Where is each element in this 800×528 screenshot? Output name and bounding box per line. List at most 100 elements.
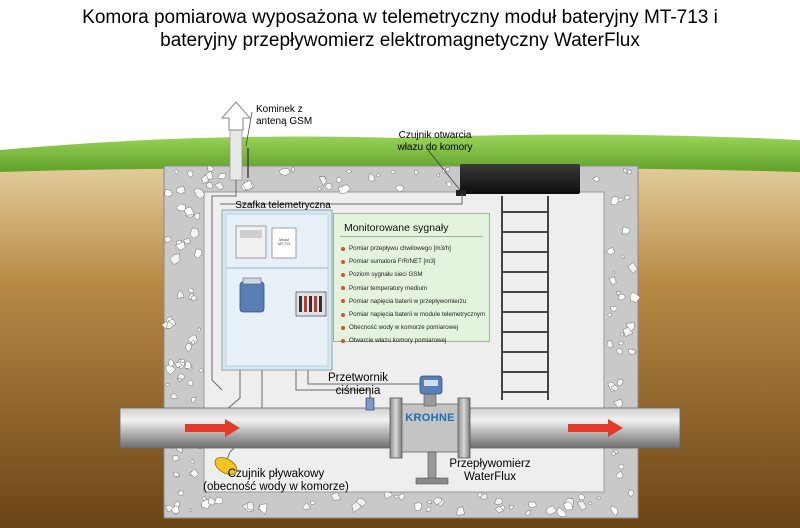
module-tag-line-2: MT-713 [278,242,290,246]
terminal-pins [299,296,322,312]
gsm-chimney [229,129,243,181]
aggregate-stone [356,497,367,507]
aggregate-stone [610,196,619,206]
aggregate-stone [563,501,573,511]
aggregate-stone [606,312,613,318]
aggregate-stone [201,174,209,184]
aggregate-stone [606,340,614,349]
ladder [501,196,549,400]
aggregate-stone [375,173,381,178]
aggregate-stone [189,227,200,239]
aggregate-stone [207,164,215,172]
aggregate-stone [335,176,343,184]
aggregate-stone [174,241,186,251]
pressure-transmitter-label: Przetwornik ciśnienia [318,372,398,398]
aggregate-stone [629,291,641,303]
aggregate-stone [576,500,587,511]
aggregate-stone [259,503,268,515]
aggregate-stone [622,226,631,235]
aggregate-stone [177,490,185,497]
hatch-sensor-label-line-1: Czujnik otwarcia [398,130,472,141]
aggregate-stone [214,181,224,191]
aggregate-stone [605,247,616,255]
monitoring-item: Otwarcie włazu komory pomiarowej [340,334,485,347]
terminal-pin [319,296,322,312]
aggregate-stone [175,185,186,195]
aggregate-stone [368,172,376,183]
monitoring-item: Pomiar sumatora F/R/NET [m3] [340,255,485,268]
aggregate-stone [617,197,624,203]
aggregate-stone [214,496,224,505]
aggregate-stone [393,494,400,499]
aggregate-stone [193,212,201,221]
flowmeter-label-line-1: Przepływomierz [449,458,531,470]
aggregate-stone [193,187,206,200]
aggregate-stone [617,340,624,346]
title-line-1: Komora pomiarowa wyposażona w telemetryc… [82,7,718,28]
aggregate-stone [346,169,353,175]
monitoring-item-text: Pomiar napięcia baterii w przepływomierz… [349,297,467,305]
chamber-hatch [460,164,580,194]
monitoring-title: Monitorowane sygnały [344,222,449,234]
bullet-icon [341,259,345,264]
aggregate-stone [247,501,255,511]
aggregate-stone [177,290,185,300]
aggregate-stone [201,496,207,501]
aggregate-stone [610,305,619,313]
aggregate-stone [528,501,537,508]
leader-lines [245,111,461,398]
bullet-icon [341,312,345,317]
hatch-sensor-label-line-2: włazu do komory [397,142,473,153]
aggregate-stone [445,167,450,172]
monitoring-item: Pomiar temperatury medium [340,282,485,295]
aggregate-stone [187,379,194,387]
aggregate-stone [302,502,312,511]
bullet-icon [341,246,345,251]
aggregate-stone [164,504,175,513]
monitoring-item-text: Pomiar temperatury medium [349,284,428,292]
aggregate-stone [187,170,194,178]
aggregate-stone [330,491,342,501]
aggregate-stone [616,378,625,387]
monitoring-item: Pomiar napięcia baterii w module telemet… [340,308,485,321]
float-sensor-label: Czujnik pływakowy (obecność wody w komor… [196,468,356,494]
aggregate-stone [611,451,616,456]
monitoring-item: Obecność wody w komorze pomiarowej [340,321,485,334]
aggregate-stone [414,502,422,512]
bullet-icon [341,286,345,291]
aggregate-stone [611,384,619,392]
aggregate-stone [425,506,432,512]
aggregate-stone [206,182,214,189]
aggregate-stone [191,339,196,346]
aggregate-stone [441,168,447,174]
hatch-sensor-label: Czujnik otwarcia włazu do komory [380,130,490,154]
chimney-label-line-2: anteną GSM [256,116,313,127]
aggregate-stone [627,261,638,274]
float-label-line-2: (obecność wody w komorze) [203,481,349,493]
aggregate-stone [618,463,625,470]
flow-arrow-right-icon [568,419,623,437]
aggregate-stone [432,496,443,505]
aggregate-stone [170,392,179,400]
aggregate-stone [190,459,195,464]
aggregate-stone [169,253,181,265]
aggregate-stone [509,505,514,511]
aggregate-stone [500,504,506,510]
aggregate-stone [622,326,634,337]
aggregate-stone [610,505,618,517]
module-tag-line-1: Moduł [279,238,289,242]
monitoring-item-text: Obecność wody w komorze pomiarowej [349,324,459,332]
float-label-line-1: Czujnik pływakowy [227,468,325,480]
aggregate-stone [173,169,179,175]
float-sensor-icon [214,457,238,475]
aggregate-stone [196,327,201,333]
terminal-pin [304,296,307,312]
aggregate-stone [618,293,626,301]
aggregate-stone [627,489,635,497]
grass-layer [0,134,800,172]
aggregate-stone [188,287,195,294]
aggregate-stone [626,169,633,175]
battery-icon [239,281,265,313]
aggregate-stone [171,505,180,514]
